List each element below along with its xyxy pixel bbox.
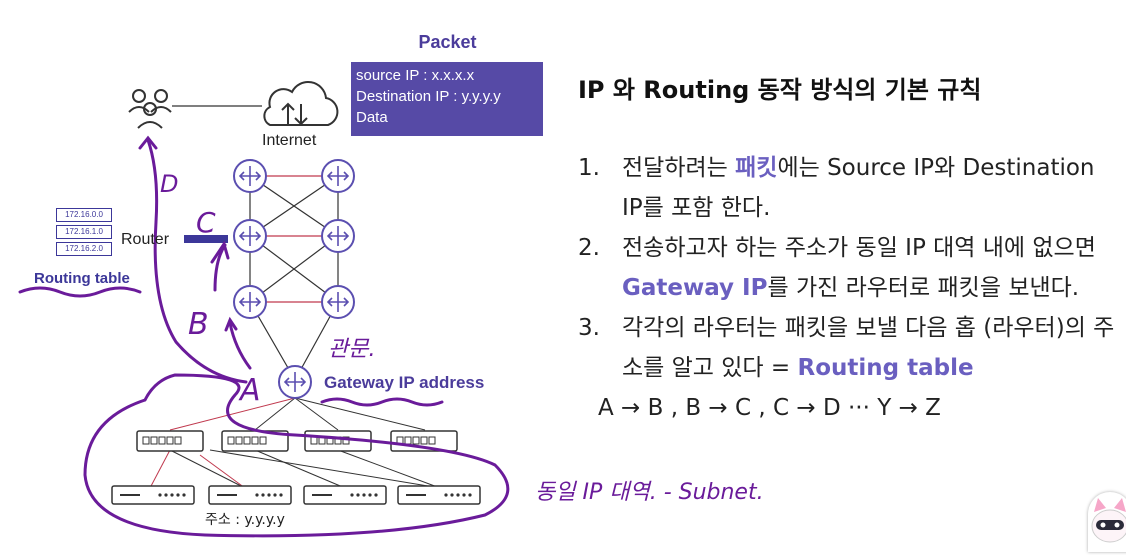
gateway-switch-links [169, 397, 441, 489]
ink-subnet-loop [83, 373, 510, 538]
cat-mascot-icon [1091, 498, 1126, 543]
rule-item: 2. 전송하고자 하는 주소가 동일 IP 대역 내에 없으면 Gateway … [578, 228, 1118, 308]
ink-letter-a: A [238, 373, 261, 408]
rule-highlight: Routing table [797, 355, 974, 381]
gateway-ip-label: Gateway IP address [324, 373, 484, 392]
router-icon [321, 285, 355, 319]
packet-source-ip: source IP : x.x.x.x [356, 67, 475, 84]
rule-highlight: Gateway IP [622, 275, 768, 301]
ink-gwanmun: 관문. [328, 337, 375, 362]
internet-label: Internet [262, 132, 317, 149]
rule-text: 각각의 라우터는 패킷을 보낼 다음 홉 (라우터)의 주소를 알고 있다 = [622, 315, 1115, 381]
cloud-icon [263, 81, 339, 126]
ink-route-arrow [146, 138, 248, 384]
packet-info-box: source IP : x.x.x.x Destination IP : y.y… [351, 62, 543, 136]
router-icon [233, 159, 267, 193]
route-sequence: A → B , B → C , C → D ··· Y → Z [598, 395, 941, 421]
ink-arrowhead-c [210, 240, 230, 264]
ink-arrowhead-b [224, 316, 238, 332]
mascot-avatar [1088, 492, 1126, 552]
router-icon [233, 219, 267, 253]
ink-letters: D C B A 관문. [160, 170, 375, 408]
ink-letter-d: D [160, 170, 178, 198]
rule-number: 2. [578, 235, 600, 261]
handwritten-annotations [18, 135, 510, 538]
routing-table-entry: 172.16.2.0 [56, 242, 112, 256]
switch-ports [142, 436, 436, 445]
ink-letter-b: B [188, 307, 209, 342]
routing-table-label: Routing table [34, 270, 130, 287]
users-icon [128, 89, 172, 129]
rules-list: 1. 전달하려는 패킷에는 Source IP와 Destination IP를… [578, 148, 1118, 428]
network-diagram: D C B A 관문. Internet Router Routing tabl… [18, 81, 510, 538]
ink-route-b-c [213, 243, 227, 292]
router-icon [233, 285, 267, 319]
packet-data: Data [356, 109, 388, 126]
gateway-router-icon [278, 365, 312, 399]
subnet-note: 동일 IP 대역. - Subnet. [535, 480, 764, 505]
router-icon [321, 219, 355, 253]
ink-underline-gateway [320, 397, 444, 407]
rule-text: 전달하려는 [622, 155, 736, 181]
rule-text: 에는 Source IP와 Destination IP를 포함 한다. [622, 155, 1095, 221]
ink-letter-c: C [196, 206, 216, 239]
router-icon [321, 159, 355, 193]
rule-number: 1. [578, 155, 600, 181]
address-label: 주소 : y.y.y.y [205, 512, 285, 528]
rule-item: 3. 각각의 라우터는 패킷을 보낼 다음 홉 (라우터)의 주소를 알고 있다… [578, 308, 1118, 388]
rule-number: 3. [578, 315, 600, 341]
rule-highlight: 패킷 [735, 155, 778, 181]
host-icon [111, 485, 481, 505]
rule-item: 1. 전달하려는 패킷에는 Source IP와 Destination IP를… [578, 148, 1118, 228]
router-links [249, 175, 339, 381]
routing-table-entry: 172.16.0.0 [56, 208, 112, 222]
rule-text: 전송하고자 하는 주소가 동일 IP 대역 내에 없으면 [622, 235, 1096, 261]
routing-table-entry: 172.16.1.0 [56, 225, 112, 239]
page-title: IP 와 Routing 동작 방식의 기본 규칙 [578, 76, 982, 104]
rule-text: 를 가진 라우터로 패킷을 보낸다. [767, 275, 1080, 301]
ink-arrowhead-top [138, 135, 158, 150]
packet-title: Packet [418, 32, 477, 52]
ink-route-a-b [228, 321, 252, 370]
router-label: Router [121, 231, 170, 248]
router-pointer-arrow [184, 235, 228, 243]
packet-destination-ip: Destination IP : y.y.y.y [356, 88, 501, 105]
ink-underline-routing-table [18, 286, 142, 298]
gateway-red-links [149, 397, 296, 489]
host-leds [158, 493, 472, 497]
